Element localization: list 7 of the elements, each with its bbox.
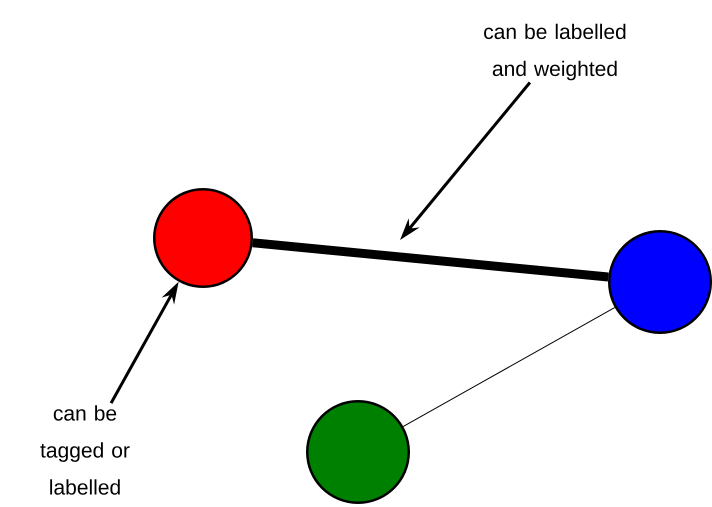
vertex-circle (306, 400, 410, 504)
edge-line (402, 307, 616, 427)
vertex-circle (608, 230, 712, 334)
annotation-text: can be labelled and weighted (484, 24, 626, 80)
edge-line (252, 238, 609, 282)
annotation-text: can be tagged or labelled (40, 405, 130, 495)
vertex-circle (153, 188, 253, 288)
